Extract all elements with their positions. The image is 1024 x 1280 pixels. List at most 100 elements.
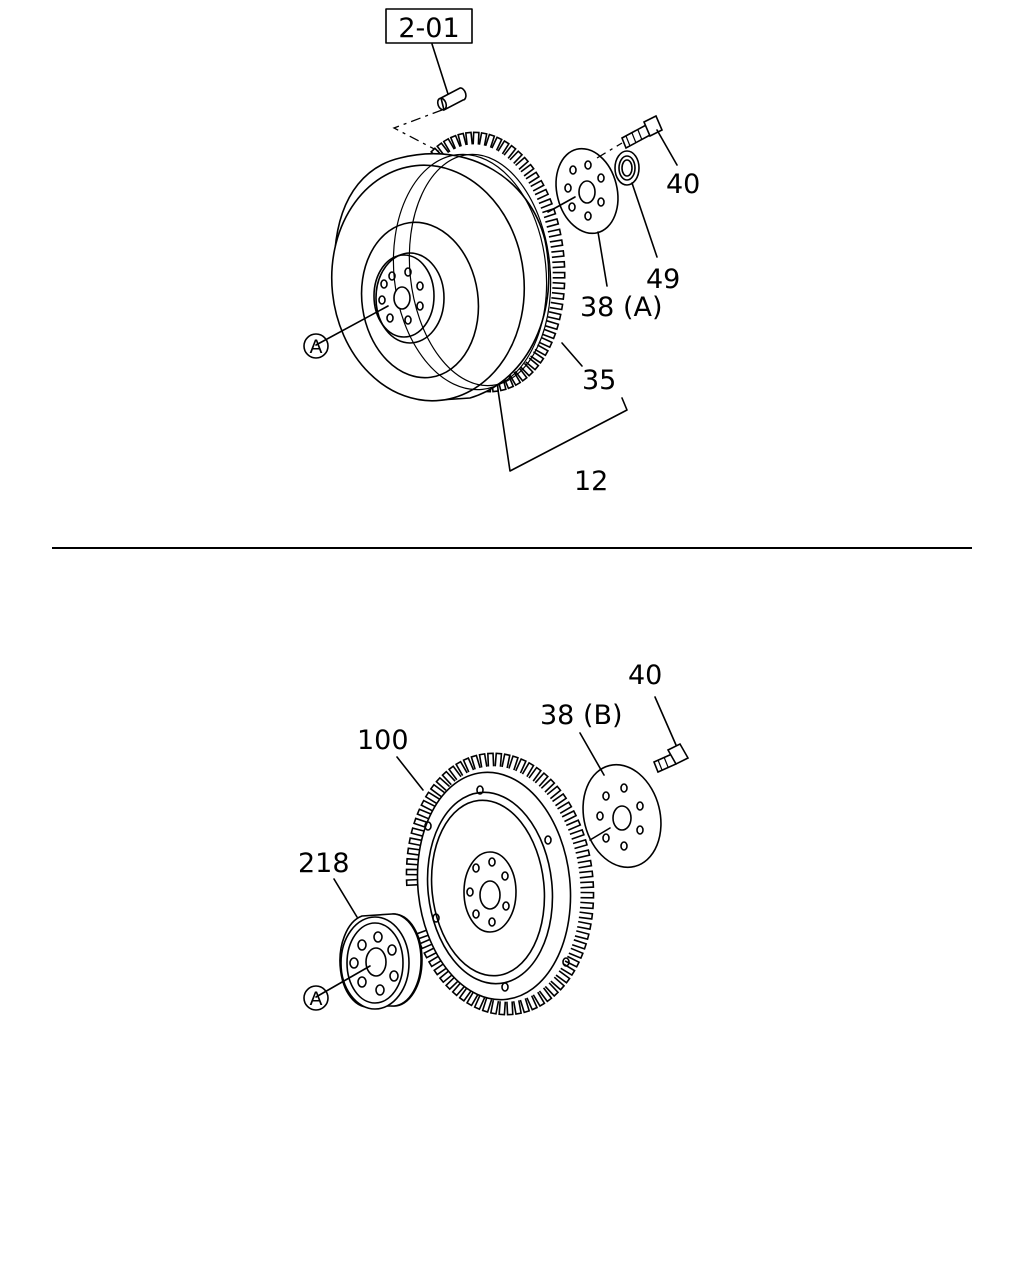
gear-tooth: [580, 881, 595, 889]
gear-tooth: [552, 792, 568, 807]
gear-tooth: [521, 761, 535, 778]
gear-tooth: [557, 801, 573, 815]
gear-tooth: [545, 217, 560, 228]
callout-49: 49: [646, 264, 680, 295]
gear-tooth: [497, 139, 510, 155]
gear-tooth: [540, 778, 556, 793]
gear-tooth: [565, 819, 582, 831]
leader-100: [396, 756, 424, 791]
gear-tooth: [534, 771, 549, 787]
gear-tooth: [420, 799, 436, 812]
gear-tooth: [520, 163, 535, 177]
gear-tooth: [552, 271, 566, 279]
gear-tooth: [546, 785, 562, 800]
gear-tooth: [435, 776, 451, 791]
gear-tooth: [484, 133, 496, 148]
callout-a-top: A: [303, 333, 329, 359]
gear-tooth: [478, 752, 488, 768]
gear-tooth: [462, 757, 475, 773]
hub-bolt-holes: [378, 267, 424, 325]
bottom-assembly: 40 38 (B) 100 218 A: [298, 660, 690, 1016]
gear-tooth: [577, 859, 593, 869]
flywheel-outer-holes: [424, 785, 570, 992]
gear-tooth: [506, 1001, 514, 1016]
gear-tooth: [549, 239, 564, 248]
gear-tooth: [578, 911, 594, 920]
reference-box-2-01[interactable]: 2-01: [385, 8, 473, 44]
pin-centerline: [392, 109, 443, 153]
gear-tooth: [515, 156, 530, 170]
bolt-40-bottom: [652, 742, 690, 774]
callout-35: 35: [582, 365, 616, 396]
gear-tooth: [410, 827, 426, 838]
gear-tooth: [429, 783, 445, 798]
gear-tooth: [574, 930, 590, 941]
gear-tooth: [498, 1001, 507, 1016]
callout-40-bottom: 40: [628, 660, 662, 691]
gear-tooth: [405, 857, 421, 866]
gear-tooth: [538, 987, 553, 1003]
gear-tooth: [514, 367, 528, 382]
callout-12: 12: [574, 466, 608, 497]
gear-tooth: [525, 171, 541, 184]
svg-text:A: A: [310, 336, 323, 358]
gear-tooth: [569, 828, 585, 840]
gear-tooth: [449, 134, 461, 150]
gear-tooth: [550, 976, 566, 991]
leader-40-top: [656, 129, 678, 166]
dowel-pin: [436, 87, 467, 112]
svg-text:A: A: [310, 988, 323, 1010]
gear-tooth: [436, 142, 450, 157]
leader-40-bottom: [654, 696, 677, 746]
gear-tooth: [544, 982, 560, 998]
ref-box-label: 2-01: [398, 13, 459, 44]
gear-tooth: [470, 754, 481, 770]
leader-49: [631, 182, 658, 258]
gear-tooth: [464, 131, 474, 146]
gear-tooth: [489, 999, 500, 1015]
gear-tooth: [538, 197, 554, 209]
gear-tooth: [478, 131, 488, 146]
callout-a-bottom: A: [303, 985, 329, 1011]
gear-tooth: [520, 362, 534, 377]
gear-tooth: [551, 291, 565, 301]
gear-tooth: [551, 249, 565, 259]
gear-tooth: [549, 301, 564, 311]
gear-tooth: [572, 838, 588, 850]
gear-tooth: [538, 336, 553, 349]
leader-38b-center: [589, 827, 611, 841]
gear-tooth: [442, 137, 456, 153]
gear-tooth: [530, 179, 545, 192]
leader-38a: [597, 231, 608, 287]
gear-tooth: [487, 752, 495, 767]
bolt-40-top: [620, 114, 664, 150]
gear-tooth: [519, 998, 531, 1014]
gear-tooth: [526, 995, 539, 1011]
gear-tooth: [542, 328, 557, 340]
bolt-centerline-top: [596, 142, 623, 159]
bracket-12: [497, 389, 628, 472]
top-assembly: 2-01: [303, 8, 700, 497]
gear-tooth: [458, 986, 473, 1002]
plate-38a: [555, 147, 619, 235]
gear-tooth: [552, 260, 566, 269]
callout-218: 218: [298, 848, 350, 879]
gear-tooth: [455, 760, 468, 776]
leader-38a-center: [547, 196, 576, 213]
ref-leader-line: [431, 43, 449, 95]
gear-tooth: [552, 281, 566, 290]
gear-tooth: [405, 868, 420, 876]
gear-tooth: [547, 311, 562, 321]
callout-38a: 38 (A): [580, 292, 662, 323]
gear-tooth: [473, 994, 486, 1011]
ring-gear-teeth-top: [424, 131, 566, 393]
gear-tooth: [512, 1000, 523, 1015]
bearing-49: [614, 150, 640, 186]
gear-tooth: [494, 752, 503, 767]
leader-a-top: [315, 305, 389, 346]
hub-218: [339, 913, 423, 1010]
leader-35: [561, 342, 583, 367]
gear-tooth: [534, 188, 550, 201]
leader-218: [333, 878, 358, 918]
callout-40-top: 40: [666, 169, 700, 200]
